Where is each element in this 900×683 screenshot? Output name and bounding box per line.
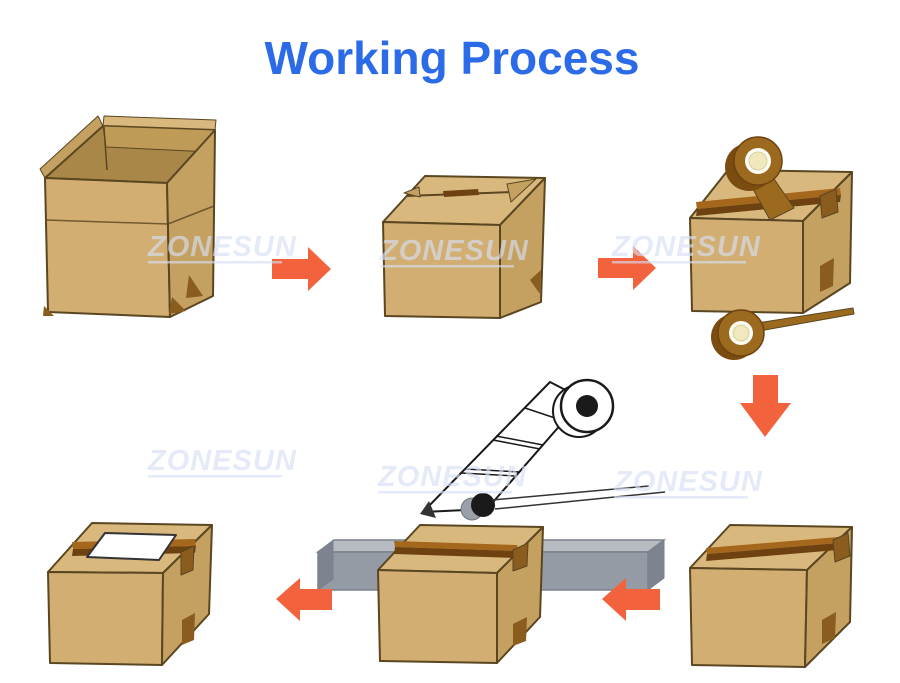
arrow-right-2 <box>598 246 656 290</box>
label-roll-core <box>576 395 598 417</box>
step-labeling-box <box>377 524 544 664</box>
watermark-text: ZONESUN <box>147 445 297 477</box>
watermark-text: ZONESUN <box>379 235 529 267</box>
conveyor-right-end <box>647 539 665 591</box>
closed-box-flap-corner <box>403 186 421 198</box>
taped-box-tape-stripe <box>706 537 839 554</box>
watermark-text: ZONESUN <box>613 466 763 498</box>
watermark-text: ZONESUN <box>377 461 527 493</box>
watermark-text: ZONESUN <box>147 231 297 263</box>
tape-roll-bottom-core <box>732 324 750 342</box>
taped-box-tape-tab <box>832 532 851 563</box>
arrow-left-2 <box>602 578 660 621</box>
taped-box-front-face <box>689 567 808 668</box>
page-title: Working Process <box>265 32 640 84</box>
watermark-underline <box>378 491 512 494</box>
closed-box-bottom-flap <box>530 270 541 294</box>
labeled-box-front-face <box>47 571 164 666</box>
step-closed-box <box>382 175 546 319</box>
taping-box-tape-tab <box>819 188 839 219</box>
labeling-box-tape-tab <box>512 542 529 572</box>
taped-box-tape-bottom <box>822 612 836 644</box>
open-box-side-face <box>166 129 216 318</box>
open-box-bottom-flap <box>186 275 203 298</box>
arrow-right-1 <box>272 247 331 291</box>
labeling-box-tape-stripe <box>394 547 518 558</box>
watermarks: ZONESUN ZONESUN ZONESUN ZONESUN ZONESUN … <box>147 231 763 499</box>
watermark-underline <box>614 496 748 499</box>
backing-strip <box>494 491 666 510</box>
press-roller <box>471 493 495 517</box>
label-separators <box>460 407 565 477</box>
labeling-box-side-face <box>496 526 544 664</box>
backing-strip <box>491 485 650 501</box>
labeling-box-tape-bottom <box>513 617 527 646</box>
labeling-box-tape-stripe <box>394 541 518 551</box>
watermark-underline <box>612 261 746 264</box>
watermark-underline <box>380 265 514 268</box>
watermark-underline <box>148 475 282 478</box>
closed-box-flap-corner <box>506 178 537 203</box>
open-box-flap-gap <box>103 126 108 171</box>
open-box-bottom-flap <box>43 306 54 316</box>
labeled-box-tape-tab <box>180 545 195 576</box>
step-taped-box <box>689 524 853 668</box>
peel-tip <box>420 501 436 518</box>
watermark-text: ZONESUN <box>611 231 761 263</box>
tape-roll-top-core <box>748 151 768 171</box>
arrow-down <box>740 375 791 437</box>
taping-box-tape-bottom <box>820 258 834 292</box>
arrow-left-1 <box>276 578 332 621</box>
taped-box-tape-stripe <box>706 543 839 561</box>
applied-label <box>86 532 177 561</box>
step-taping-box <box>689 136 855 360</box>
label-applicator <box>420 378 666 521</box>
closed-box-seam-gap <box>443 189 479 197</box>
watermark-underline <box>148 261 282 264</box>
open-box-crease-side <box>167 205 215 225</box>
labeling-box-front-face <box>377 569 498 664</box>
step-labeled-box <box>47 522 213 666</box>
open-box-crease <box>45 219 169 225</box>
labeled-box-side-face <box>161 524 213 666</box>
labeled-box-tape-bottom <box>182 613 195 645</box>
taping-box-side-face <box>802 171 853 314</box>
step-open-box <box>39 115 217 318</box>
open-box-bottom-flap <box>169 297 186 314</box>
conveyor-left-end <box>317 540 334 591</box>
